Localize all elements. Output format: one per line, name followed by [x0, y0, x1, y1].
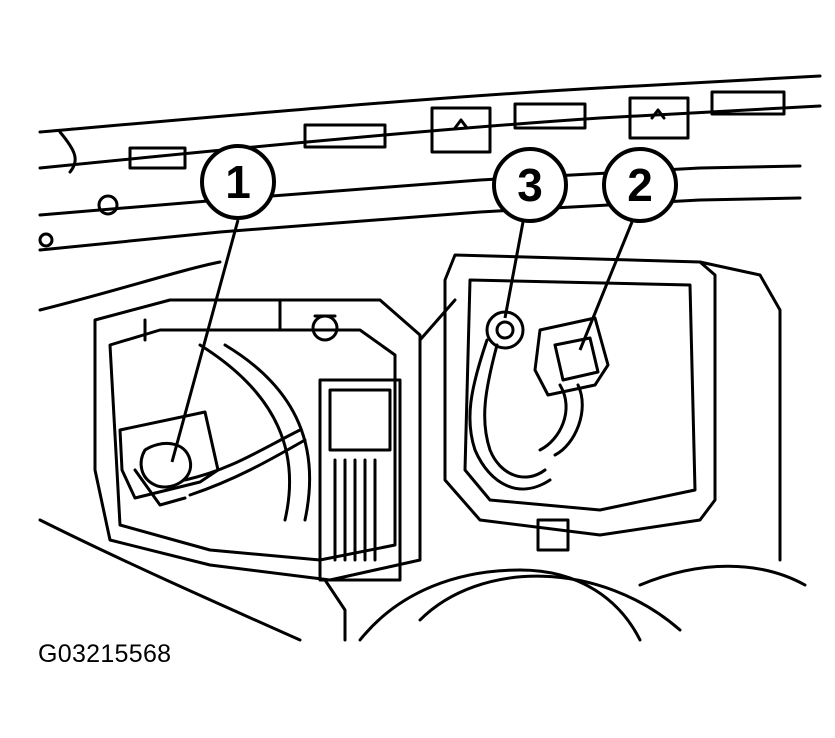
mounting-tabs: [128, 90, 786, 170]
crossbar-bracket: [38, 164, 802, 312]
lower-lens: [38, 518, 807, 642]
center-connector-block: [318, 378, 402, 642]
left-lamp-cavity: [93, 298, 422, 582]
callout-2: 2: [578, 147, 678, 351]
bulb-socket-left: [118, 410, 307, 507]
callout-label-3: 3: [517, 159, 543, 211]
callout-1: 1: [170, 144, 276, 463]
callout-3: 3: [492, 147, 568, 319]
figure-code: G03215568: [38, 640, 172, 668]
housing-top-edge: [38, 74, 822, 174]
bulb-socket-small: [468, 310, 552, 491]
callout-label-1: 1: [225, 156, 251, 208]
bulb-socket-right: [533, 316, 610, 457]
right-lamp-cavity: [418, 253, 782, 562]
callout-label-2: 2: [627, 159, 653, 211]
